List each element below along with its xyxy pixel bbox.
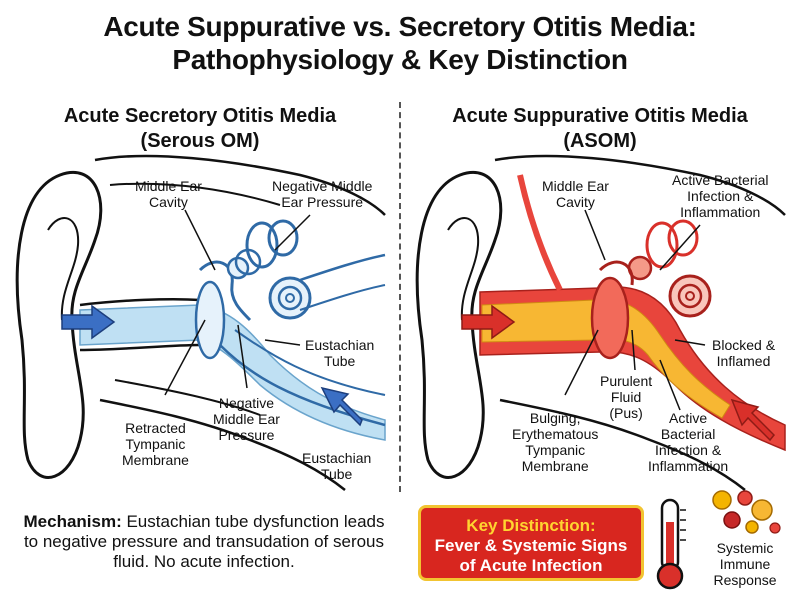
- key-distinction-line-1: Fever & Systemic Signs: [434, 536, 628, 555]
- right-red-arrow-canal: [461, 304, 516, 340]
- page-title: Acute Suppurative vs. Secretory Otitis M…: [0, 10, 800, 76]
- left-ear-diagram: [15, 154, 386, 491]
- key-distinction-title: Key Distinction:: [466, 516, 596, 535]
- left-serous-fluid: [79, 304, 386, 441]
- left-blue-arrow-tube: [320, 386, 363, 427]
- right-heading-line-2: (ASOM): [563, 130, 637, 152]
- right-pus-fluid: [481, 298, 731, 419]
- left-heading-line-1: Acute Secretory Otitis Media: [63, 105, 337, 127]
- mechanism-text: Mechanism: Eustachian tube dysfunction l…: [18, 512, 390, 572]
- left-panel-heading: Acute Secretory Otitis Media (Serous OM): [5, 104, 395, 154]
- mechanism-label: Mechanism:: [23, 512, 122, 531]
- right-heading-line-1: Acute Suppurative Otitis Media: [452, 105, 748, 127]
- right-red-arrow-tube: [730, 398, 776, 442]
- thermometer-icon: [656, 498, 686, 590]
- immune-cells-icon: [712, 490, 781, 534]
- left-blue-arrow-canal: [61, 304, 116, 340]
- right-label-blocked-inflamed: Blocked &Inflamed: [712, 337, 776, 369]
- panel-divider: [399, 102, 401, 492]
- left-heading-line-2: (Serous OM): [140, 130, 260, 152]
- title-line-1: Acute Suppurative vs. Secretory Otitis M…: [103, 11, 697, 42]
- key-distinction-box: Key Distinction: Fever & Systemic Signs …: [418, 505, 644, 581]
- mechanism-body: Eustachian tube dysfunction leads to neg…: [23, 512, 385, 571]
- right-ear-diagram: [415, 154, 786, 491]
- title-line-2: Pathophysiology & Key Distinction: [172, 44, 628, 75]
- right-panel-heading: Acute Suppurative Otitis Media (ASOM): [405, 104, 795, 154]
- key-distinction-line-2: of Acute Infection: [459, 556, 603, 575]
